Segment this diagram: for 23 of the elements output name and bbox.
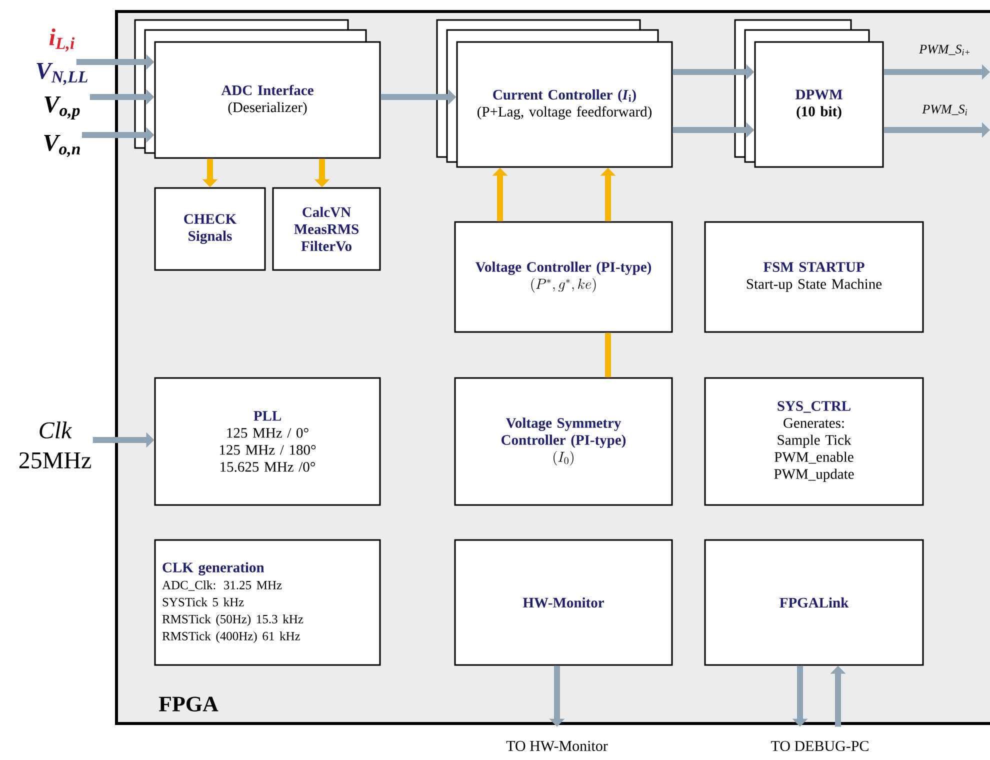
signal-label: i$_{L,i}$ (49, 28, 75, 52)
connector (605, 332, 611, 378)
function-block: FSM STARTUP Start-up State Machine (704, 221, 924, 333)
signal-label: Clk 25MHz (19, 422, 91, 468)
function-block: HW-Monitor (454, 539, 673, 666)
signal-label: V$_{o,p}$ (44, 96, 80, 120)
signal-label: TO DEBUG-PC (771, 740, 868, 752)
function-block: Current Controller (I$_{i}$) (P+Lag, voltage feedforward) (436, 19, 673, 168)
function-block: SYS_CTRL Generates: Sample Tick PWM_enable PWM_update (704, 377, 924, 506)
function-block: CalcVN MeasRMS FilterVo (272, 187, 381, 271)
function-block: Voltage Symmetry Controller (PI-type) $(I_0)$ (454, 377, 673, 506)
function-block: PLL 125 MHz / 0° 125 MHz / 180° 15.625 MHz /0° (154, 377, 381, 506)
function-block: CHECK Signals (154, 187, 266, 271)
function-block: Voltage Controller (PI-type) $(P^*, g^*, ke)$ (454, 221, 673, 333)
signal-label: TO HW-Monitor (506, 740, 608, 752)
function-block: FPGALink (704, 539, 924, 666)
function-block: CLK generation ADC_Clk: 31.25 MHz SYSTick 5 kHz RMSTick (50Hz) 15.3 kHz RMSTick (400Hz) 61 kHz (154, 539, 381, 666)
signal-label: V$_{N,LL}$ (36, 62, 88, 86)
function-block: DPWM (10 bit) (734, 19, 884, 168)
signal-label: PWM_S$_{i+}$ (919, 44, 970, 56)
function-block: ADC Interface (Deserializer) (134, 19, 381, 159)
signal-label: V$_{o,n}$ (44, 134, 80, 158)
signal-label: PWM_S$_{i}$ (922, 104, 968, 116)
